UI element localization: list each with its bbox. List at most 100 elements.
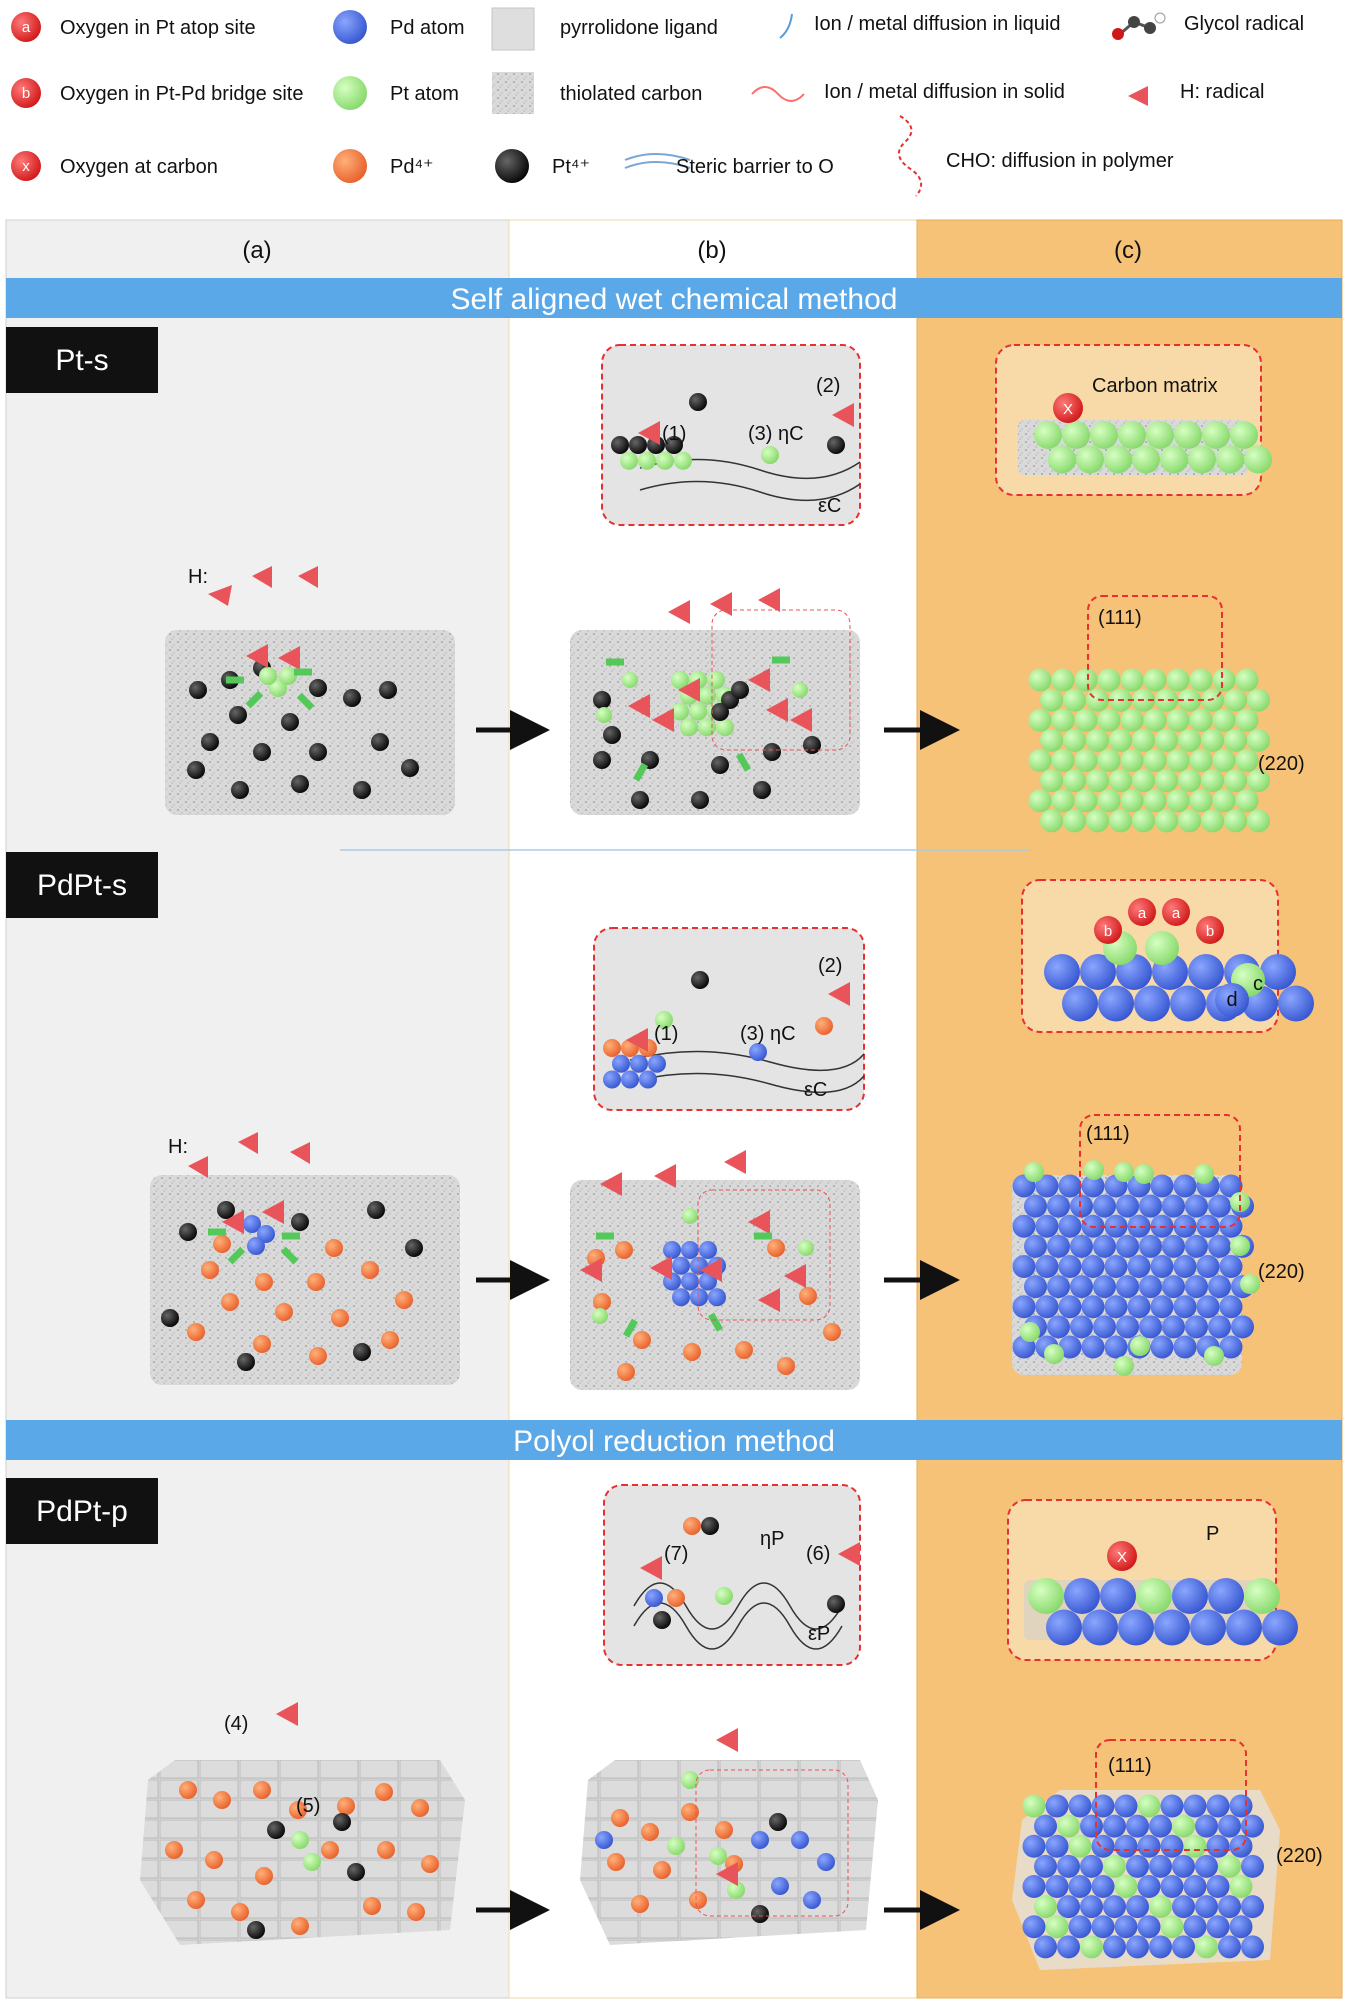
pts-zoom-b: (2) (1) (3) ηC εC [601,344,861,526]
pt-atom [1074,749,1098,772]
pd-atom [1035,1174,1059,1198]
pd-atom [1150,1295,1174,1319]
pt-atom [1114,1875,1138,1898]
migration-arrow [707,1312,724,1332]
pt-atom [1230,1236,1250,1256]
marker-x: X [1117,1549,1127,1566]
pd-atom [1172,1895,1195,1919]
pdptp-zoom-b: (7) (6) ηP εP [603,1484,861,1666]
banner-self-aligned: Self aligned wet chemical method [6,278,1342,318]
pd4-ion [325,1239,343,1257]
pt4-ion [691,791,709,809]
pd-atom [1218,1895,1241,1919]
pd-atom [1137,1834,1161,1858]
legend-steric: Steric barrier to O [624,153,834,178]
pd-atom [1081,1255,1105,1278]
plane-220-label: (220) [1276,1845,1323,1867]
pt4-ion [353,1343,371,1361]
pt4-ion [647,436,665,454]
pt-atom [1230,421,1258,449]
pd4-ion [683,1517,701,1535]
h-radical-label: H: [168,1136,188,1158]
pt-atom [1074,668,1098,692]
pd-atom [1231,1315,1254,1339]
pd-atom [1196,1214,1220,1238]
marker-x: x [22,158,30,175]
pt-atom [1189,789,1213,813]
pd-atom [1100,1578,1136,1614]
step-label: (6) [806,1543,830,1565]
legend-label: Ion / metal diffusion in solid [824,81,1065,103]
pd4-ion [291,1917,309,1935]
legend-label: Steric barrier to O [676,156,834,178]
pd-atom [1034,1854,1057,1878]
pt-atom [1063,728,1086,752]
pt4-ion [291,1213,309,1231]
pt4-ion [593,751,611,769]
pt-atom [1189,749,1213,772]
pd-atom [1241,1814,1264,1838]
pd-atom [1118,1609,1154,1646]
pd-atom [771,1877,789,1895]
oxygen-atop-icon [11,12,41,42]
site-marker-a: a [1172,905,1181,922]
pd-atom [1114,1834,1138,1858]
pt-atom [1224,809,1247,833]
column-headers: (a) (b) (c) [242,237,1142,264]
legend-pt-atom: Pt atom [333,76,459,110]
pd-atom [1185,1275,1208,1299]
pd-atom [1241,1854,1264,1878]
pt-atom [1040,728,1063,752]
pd4-ion [275,1303,293,1321]
pt-atom [1235,708,1259,732]
site-marker-c: c [1253,973,1263,995]
thiolated-carbon-block [570,630,860,815]
legend-h-radical: H: radical [1128,81,1264,106]
pt4-ion [405,1239,423,1257]
pt4-ion [367,1201,385,1219]
pd4-ion [735,1341,753,1359]
pd-atom [791,1831,809,1849]
pd-atom [612,1054,630,1073]
pt4-ion [353,781,371,799]
banner-bg [6,1420,1342,1460]
pt-atom [707,671,725,689]
oxygen-bridge-icon [11,78,41,108]
h-radical-icon [290,1142,310,1164]
row-tag-bg [6,327,158,393]
pd-atom [1160,1834,1184,1858]
h-radical-icon [252,566,272,588]
column-b-header: (b) [697,237,726,264]
pd-atom [1022,1875,1046,1898]
pd-atom [1229,1794,1253,1818]
pt-atom [674,451,692,470]
pd4-ion [767,1239,785,1257]
pd-atom [672,1256,690,1275]
pt-atom [1202,421,1230,449]
plane-111-label: (111) [1086,1123,1130,1145]
legend-label: CHO: diffusion in polymer [946,150,1174,172]
pd-atom [247,1237,265,1255]
pd-atom [1154,1609,1190,1646]
pt-atom [1028,1578,1064,1614]
oxygen-atom [1094,916,1122,944]
eta-label: ηC [778,423,804,445]
pt-atom [1230,1192,1250,1212]
pt-atom [1022,1794,1046,1818]
pt4-ion [653,1611,671,1629]
pt4-ion [701,1517,719,1535]
pd-atom [1081,1174,1105,1198]
pd-atom [1024,1275,1047,1299]
pt-atom [1109,809,1132,833]
pd-atom [603,1070,621,1089]
pd-atom [1114,1915,1138,1939]
pt-atom [1212,668,1236,692]
legend-label: Ion / metal diffusion in liquid [814,13,1060,35]
pd-atom [1149,1854,1172,1878]
pd4-ion [187,1891,205,1909]
pd4-ion-icon [333,149,367,183]
pd-atom [1034,1935,1057,1959]
pt-atom [698,686,716,705]
pt4-ion [629,436,647,454]
